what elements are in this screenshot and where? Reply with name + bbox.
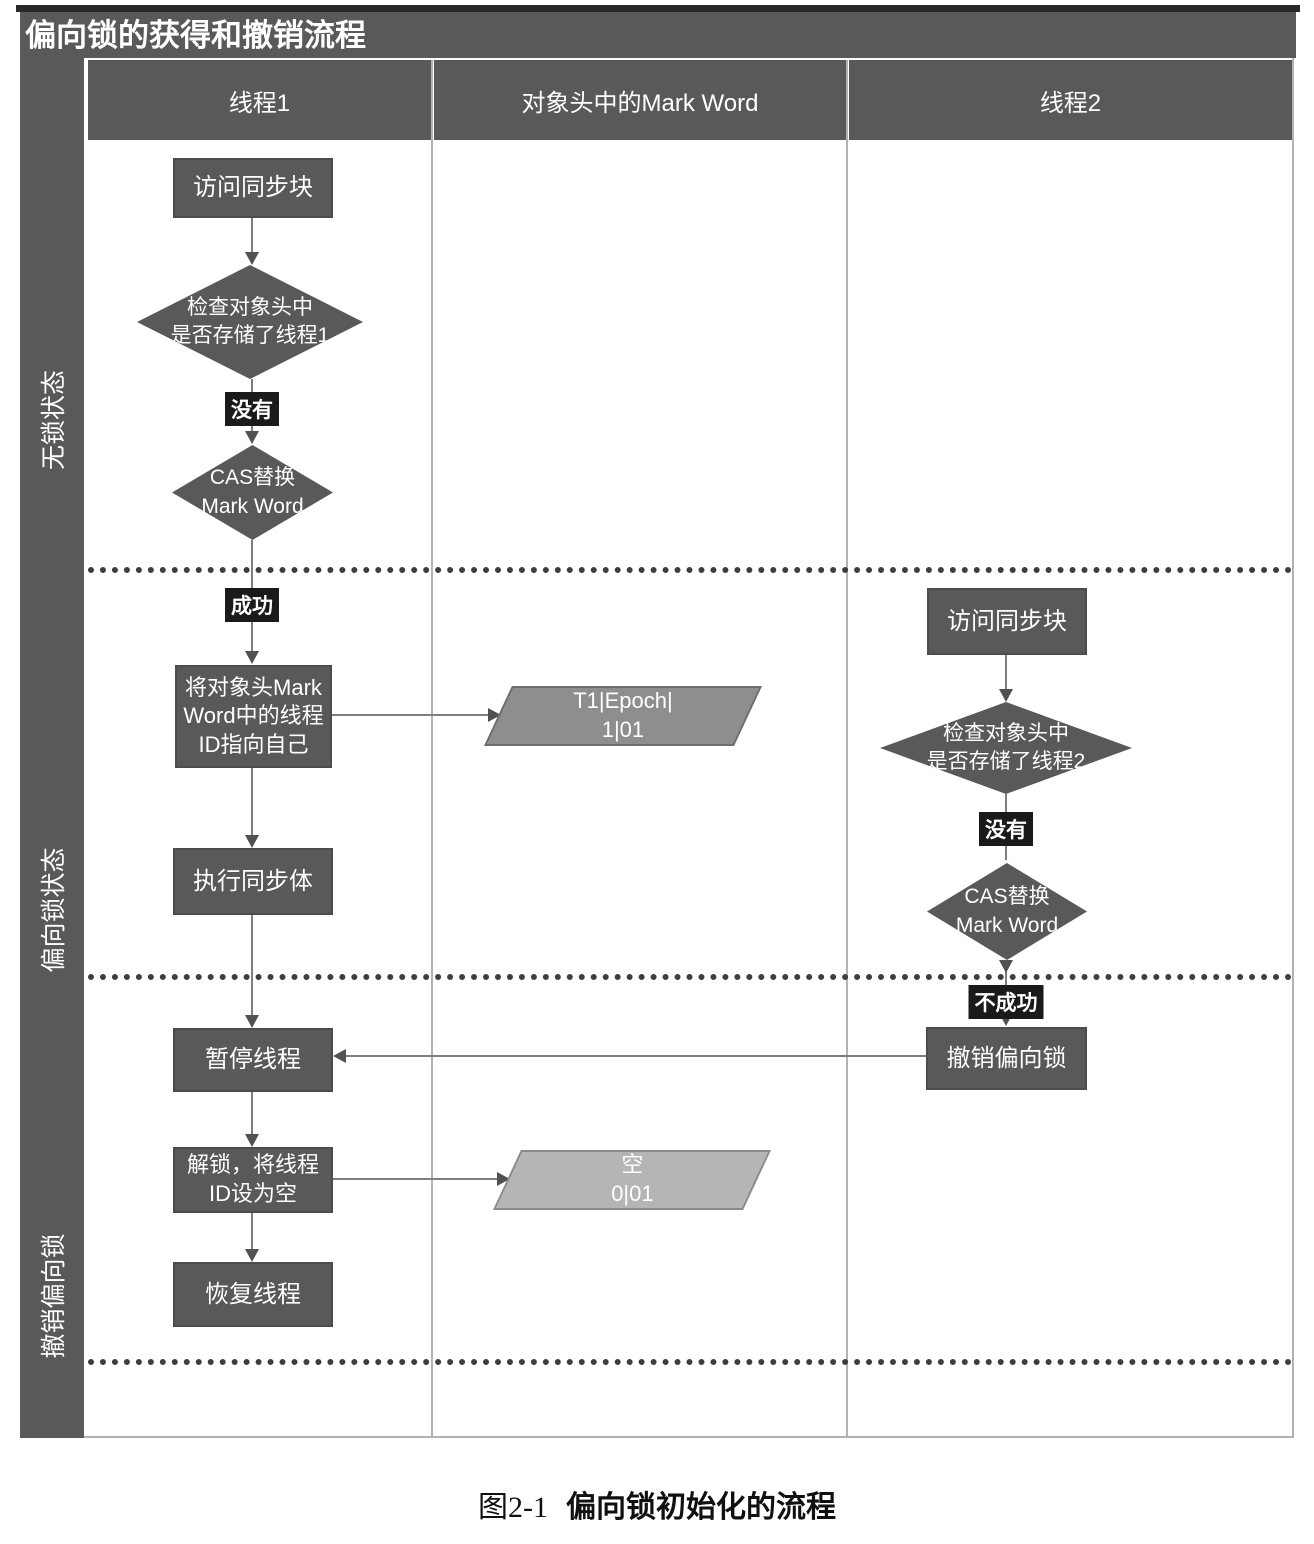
decision-t2-cas-mark-word: CAS替换 Mark Word: [927, 863, 1087, 960]
zone-divider-3: [88, 1359, 1292, 1365]
node-mark-word-biased-value: T1|Epoch| 1|01: [484, 686, 762, 746]
decision-t1-check-owner: 检查对象头中 是否存储了线程1: [137, 265, 363, 379]
arrowhead-down-icon: [245, 431, 259, 444]
node-t2-revoke-biased-lock: 撤销偏向锁: [926, 1027, 1087, 1090]
node-mark-word-empty-value: 空 0|01: [493, 1150, 771, 1210]
lane-header-thread1: 线程1: [88, 60, 431, 140]
node-t1-resume-thread: 恢复线程: [173, 1262, 333, 1327]
arrowhead-down-icon: [999, 689, 1013, 702]
figure-caption: 图2-1 偏向锁初始化的流程: [0, 1482, 1314, 1526]
zone-sidebar: [20, 58, 84, 1438]
zone-divider-1: [88, 567, 1292, 573]
connector-unlock-to-mark-word: [333, 1178, 499, 1180]
arrowhead-down-icon: [245, 1249, 259, 1262]
node-t1-pause-thread: 暂停线程: [173, 1028, 333, 1092]
arrow-t1-unlock-to-resume: [251, 1213, 253, 1253]
top-edge-strip: [16, 5, 1300, 12]
node-t1-execute-sync-body: 执行同步体: [173, 848, 333, 915]
edge-label-t1-no: 没有: [225, 392, 279, 426]
arrowhead-left-icon: [333, 1049, 346, 1063]
connector-t1-to-mark-word: [332, 714, 492, 716]
zone-divider-2: [88, 974, 1292, 980]
frame-right-border: [1292, 58, 1294, 1438]
zone-label-lock-free: 无锁状态: [40, 369, 68, 471]
figure-number: 图2-1: [478, 1491, 548, 1524]
connector-revoke-to-pause: [340, 1055, 926, 1057]
arrow-t1-setid-to-execute: [251, 768, 253, 838]
edge-label-t1-success: 成功: [225, 588, 279, 622]
node-t1-set-thread-id: 将对象头Mark Word中的线程 ID指向自己: [175, 665, 332, 768]
figure-title: 偏向锁初始化的流程: [566, 1491, 836, 1524]
arrowhead-down-icon: [245, 651, 259, 664]
arrow-t1-pause-to-unlock: [251, 1092, 253, 1138]
diagram-title: 偏向锁的获得和撤销流程: [20, 12, 1296, 58]
arrow-t2-visit-to-check: [1005, 655, 1007, 693]
edge-label-t2-fail: 不成功: [968, 985, 1044, 1019]
mark-word-empty-text: 空 0|01: [610, 1152, 654, 1206]
arrowhead-down-icon: [245, 1015, 259, 1028]
edge-label-t2-no: 没有: [979, 812, 1033, 846]
decision-t1-cas-mark-word: CAS替换 Mark Word: [172, 445, 333, 540]
arrowhead-down-icon: [245, 1134, 259, 1147]
column-separator-1: [431, 60, 433, 1438]
arrowhead-down-icon: [245, 835, 259, 848]
frame-bottom-border: [84, 1436, 1294, 1438]
column-separator-2: [846, 60, 848, 1438]
node-t1-visit-sync-block: 访问同步块: [173, 158, 333, 218]
arrowhead-down-icon: [999, 960, 1013, 973]
lane-header-thread2: 线程2: [849, 60, 1292, 140]
arrow-t1-visit-to-check: [251, 218, 253, 256]
decision-t2-check-owner: 检查对象头中 是否存储了线程2: [880, 702, 1132, 794]
arrowhead-down-icon: [245, 252, 259, 265]
mark-word-biased-text: T1|Epoch| 1|01: [573, 688, 673, 742]
node-t1-unlock-clear-id: 解锁，将线程 ID设为空: [173, 1147, 333, 1213]
zone-label-revoke: 撤销偏向锁: [40, 1233, 68, 1359]
lane-header-mark-word: 对象头中的Mark Word: [434, 60, 846, 140]
node-t2-visit-sync-block: 访问同步块: [927, 588, 1087, 655]
arrow-t1-execute-to-pause: [251, 915, 253, 1016]
zone-label-biased: 偏向锁状态: [40, 847, 68, 973]
